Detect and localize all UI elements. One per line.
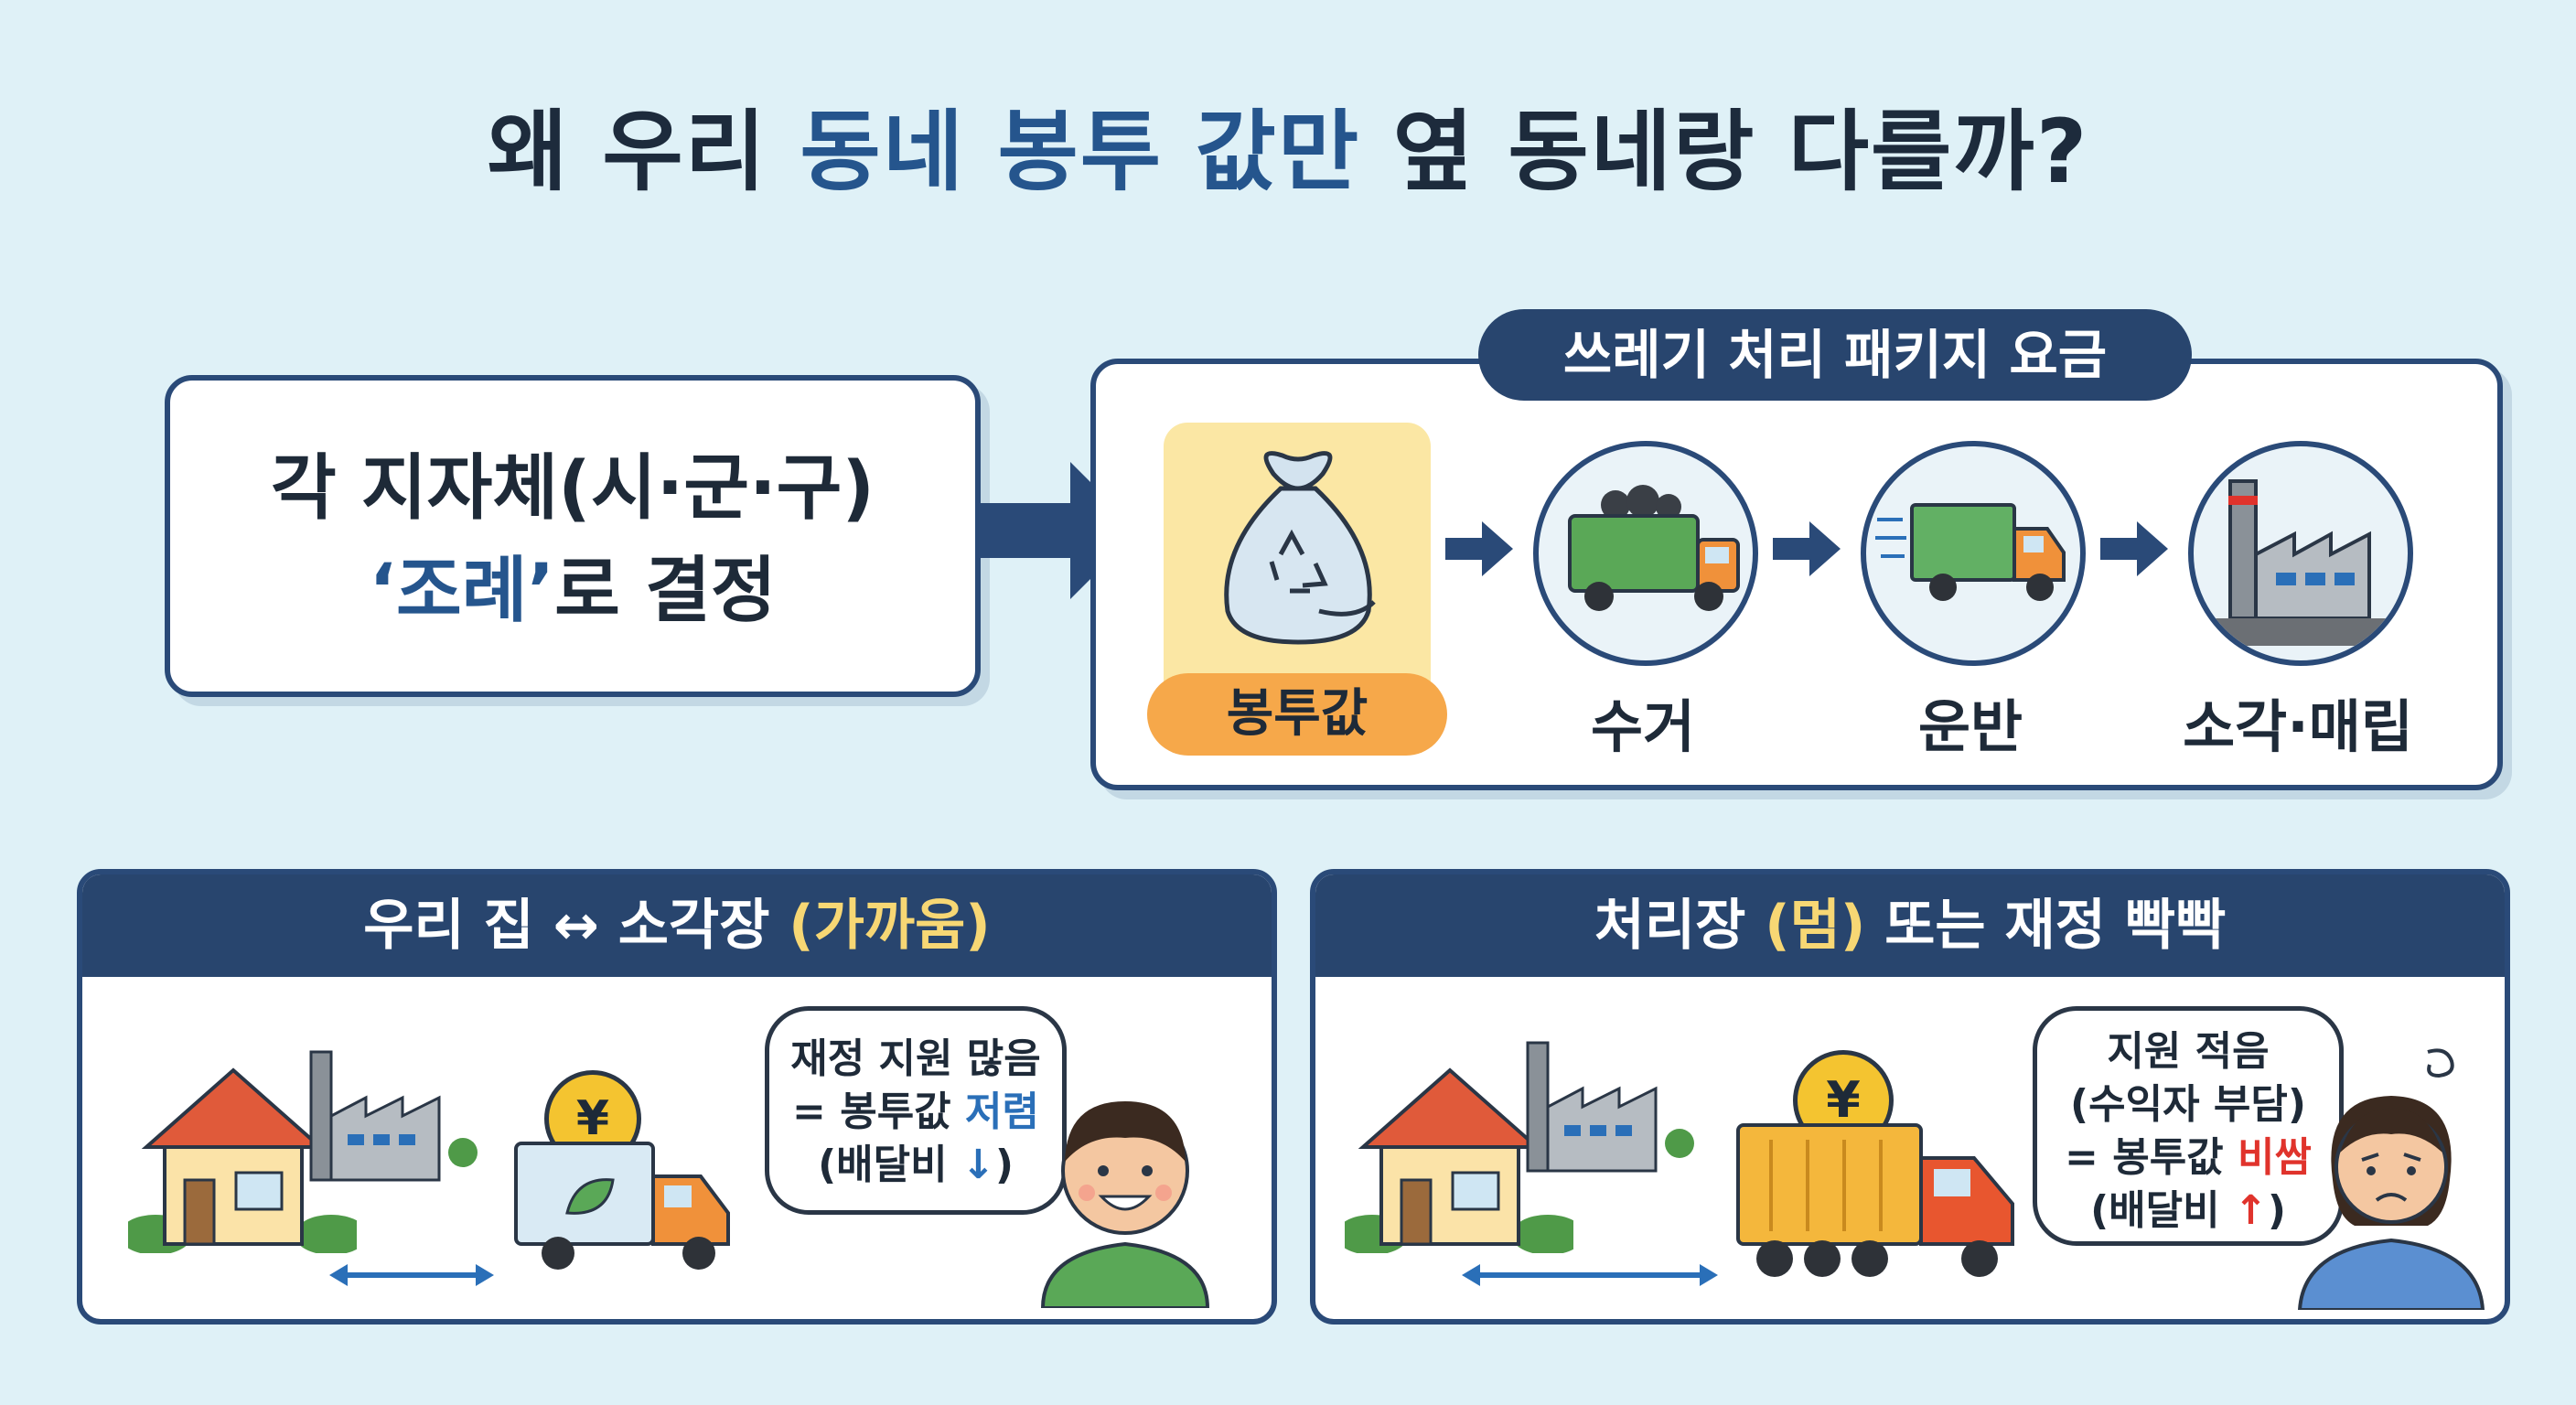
package-label: 쓰레기 처리 패키지 요금 [1478,309,2192,401]
decision-line-2: ‘조례’로 결정 [170,540,975,642]
collection-circle [1533,441,1758,666]
far-panel-header: 처리장 (멈) 또는 재정 빡빡 [1315,874,2505,977]
expensive-keyword: 비쌈 [2237,1134,2312,1181]
big-cargo-truck-icon [1736,1123,2014,1277]
up-arrow-icon: ↑ [2233,1187,2268,1234]
far-panel: 처리장 (멈) 또는 재정 빡빡 [1310,869,2510,1325]
transport-circle [1861,441,2086,666]
cheap-keyword: 저렴 [964,1089,1039,1135]
decision-line-2-rest: 로 결정 [554,550,777,632]
step-arrow-icon [1445,521,1513,576]
incineration-label: 소각·매립 [2183,693,2413,760]
worried-woman-icon [2297,1048,2485,1310]
title-part-2: 옆 동네랑 다를까? [1360,101,2089,203]
jorye-keyword: ‘조례’ [369,550,555,632]
far-header-rest: 또는 재정 빡빡 [1865,894,2227,958]
far-bubble-line-3: = 봉투값 비쌈 [2065,1134,2312,1181]
near-bubble-line-1: 재정 지원 많음 [790,1035,1041,1082]
step-arrow-icon [2100,521,2168,576]
distance-short-arrow-icon [329,1264,494,1286]
smiling-man-icon [1040,1101,1210,1308]
far-header-text: 처리장 [1594,894,1766,958]
incinerator-factory-icon [2194,479,2408,646]
collection-label: 수거 [1590,693,1696,760]
bag-price-label: 봉투값 [1147,673,1447,756]
far-bubble-line-2: (수익자 부담) [2070,1081,2306,1128]
title-part-1: 왜 우리 [487,101,800,203]
title-highlight: 동네 봉투 값만 [800,101,1361,203]
small-delivery-truck-icon [514,1142,730,1270]
house-icon [1345,1067,1573,1253]
factory-icon [1526,1041,1694,1173]
far-bubble-line-1: 지원 적음 [2107,1028,2270,1075]
far-header-note: (멈) [1765,894,1866,958]
near-panel: 우리 집 ↔ 소각장 (가까움) [77,869,1277,1325]
near-header-text: 우리 집 ↔ 소각장 [363,894,789,958]
near-bubble-line-2: = 봉투값 저렴 [792,1089,1039,1135]
factory-icon [309,1050,478,1182]
near-bubble-line-3: (배달비 ↓) [818,1142,1014,1188]
delivery-truck-icon [1875,503,2066,601]
garbage-truck-icon [1568,485,1740,611]
incineration-circle [2188,441,2413,666]
decision-box: 각 지자체(시·군·구) ‘조례’로 결정 [165,375,981,697]
recycle-bag-icon [1224,451,1376,645]
distance-long-arrow-icon [1462,1264,1718,1286]
down-arrow-icon: ↓ [961,1142,995,1188]
transport-label: 운반 [1917,693,2023,760]
step-arrow-icon [1773,521,1841,576]
decision-line-1: 각 지자체(시·군·구) [270,447,875,530]
near-header-note: (가까움) [789,894,991,958]
far-bubble-line-4: (배달비 ↑) [2090,1187,2286,1234]
page-title: 왜 우리 동네 봉투 값만 옆 동네랑 다를까? [0,80,2576,208]
near-panel-header: 우리 집 ↔ 소각장 (가까움) [82,874,1272,977]
house-icon [128,1067,357,1253]
near-speech-bubble: 재정 지원 많음 = 봉투값 저렴 (배달비 ↓) [765,1006,1067,1215]
far-speech-bubble: 지원 적음 (수익자 부담) = 봉투값 비쌈 (배달비 ↑) [2033,1006,2344,1246]
